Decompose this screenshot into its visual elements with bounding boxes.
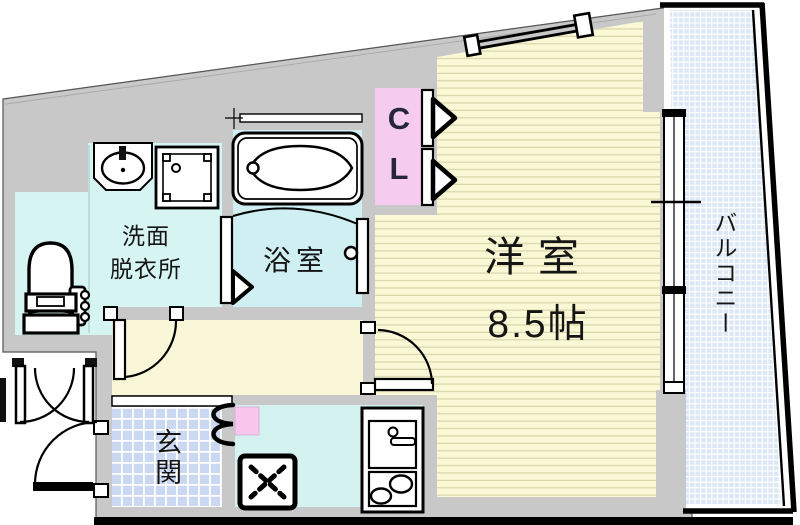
balcony-window — [651, 109, 701, 394]
washing-machine-pan — [154, 145, 220, 210]
hallway-floor — [112, 320, 363, 395]
slant-wall-window — [462, 11, 595, 58]
shoe-closet-doors — [12, 358, 97, 425]
wall-right-lower — [656, 390, 686, 518]
closet-floor — [375, 88, 422, 205]
gas-stove — [237, 453, 298, 511]
toilet — [22, 241, 91, 335]
outer-wall-stub — [0, 378, 6, 422]
entrance-floor — [112, 406, 222, 507]
western-room-door — [360, 321, 435, 395]
bathroom-door — [219, 207, 370, 305]
closet-doors — [420, 88, 458, 207]
balcony-floor — [670, 10, 781, 504]
western-room-floor — [375, 21, 660, 497]
wash-basin — [93, 142, 153, 191]
bottom-wall-line — [94, 517, 793, 525]
kitchen-sink-counter — [360, 406, 425, 514]
entrance-door — [33, 420, 109, 498]
accordion-door — [211, 402, 236, 447]
balcony-railing-inner — [751, 9, 786, 507]
storage-pink-square — [234, 406, 260, 436]
washroom-door — [103, 306, 184, 381]
bath-window — [225, 108, 363, 129]
balcony-railing-outer — [660, 2, 797, 514]
bathtub — [231, 131, 364, 206]
entrance-step — [111, 395, 233, 407]
